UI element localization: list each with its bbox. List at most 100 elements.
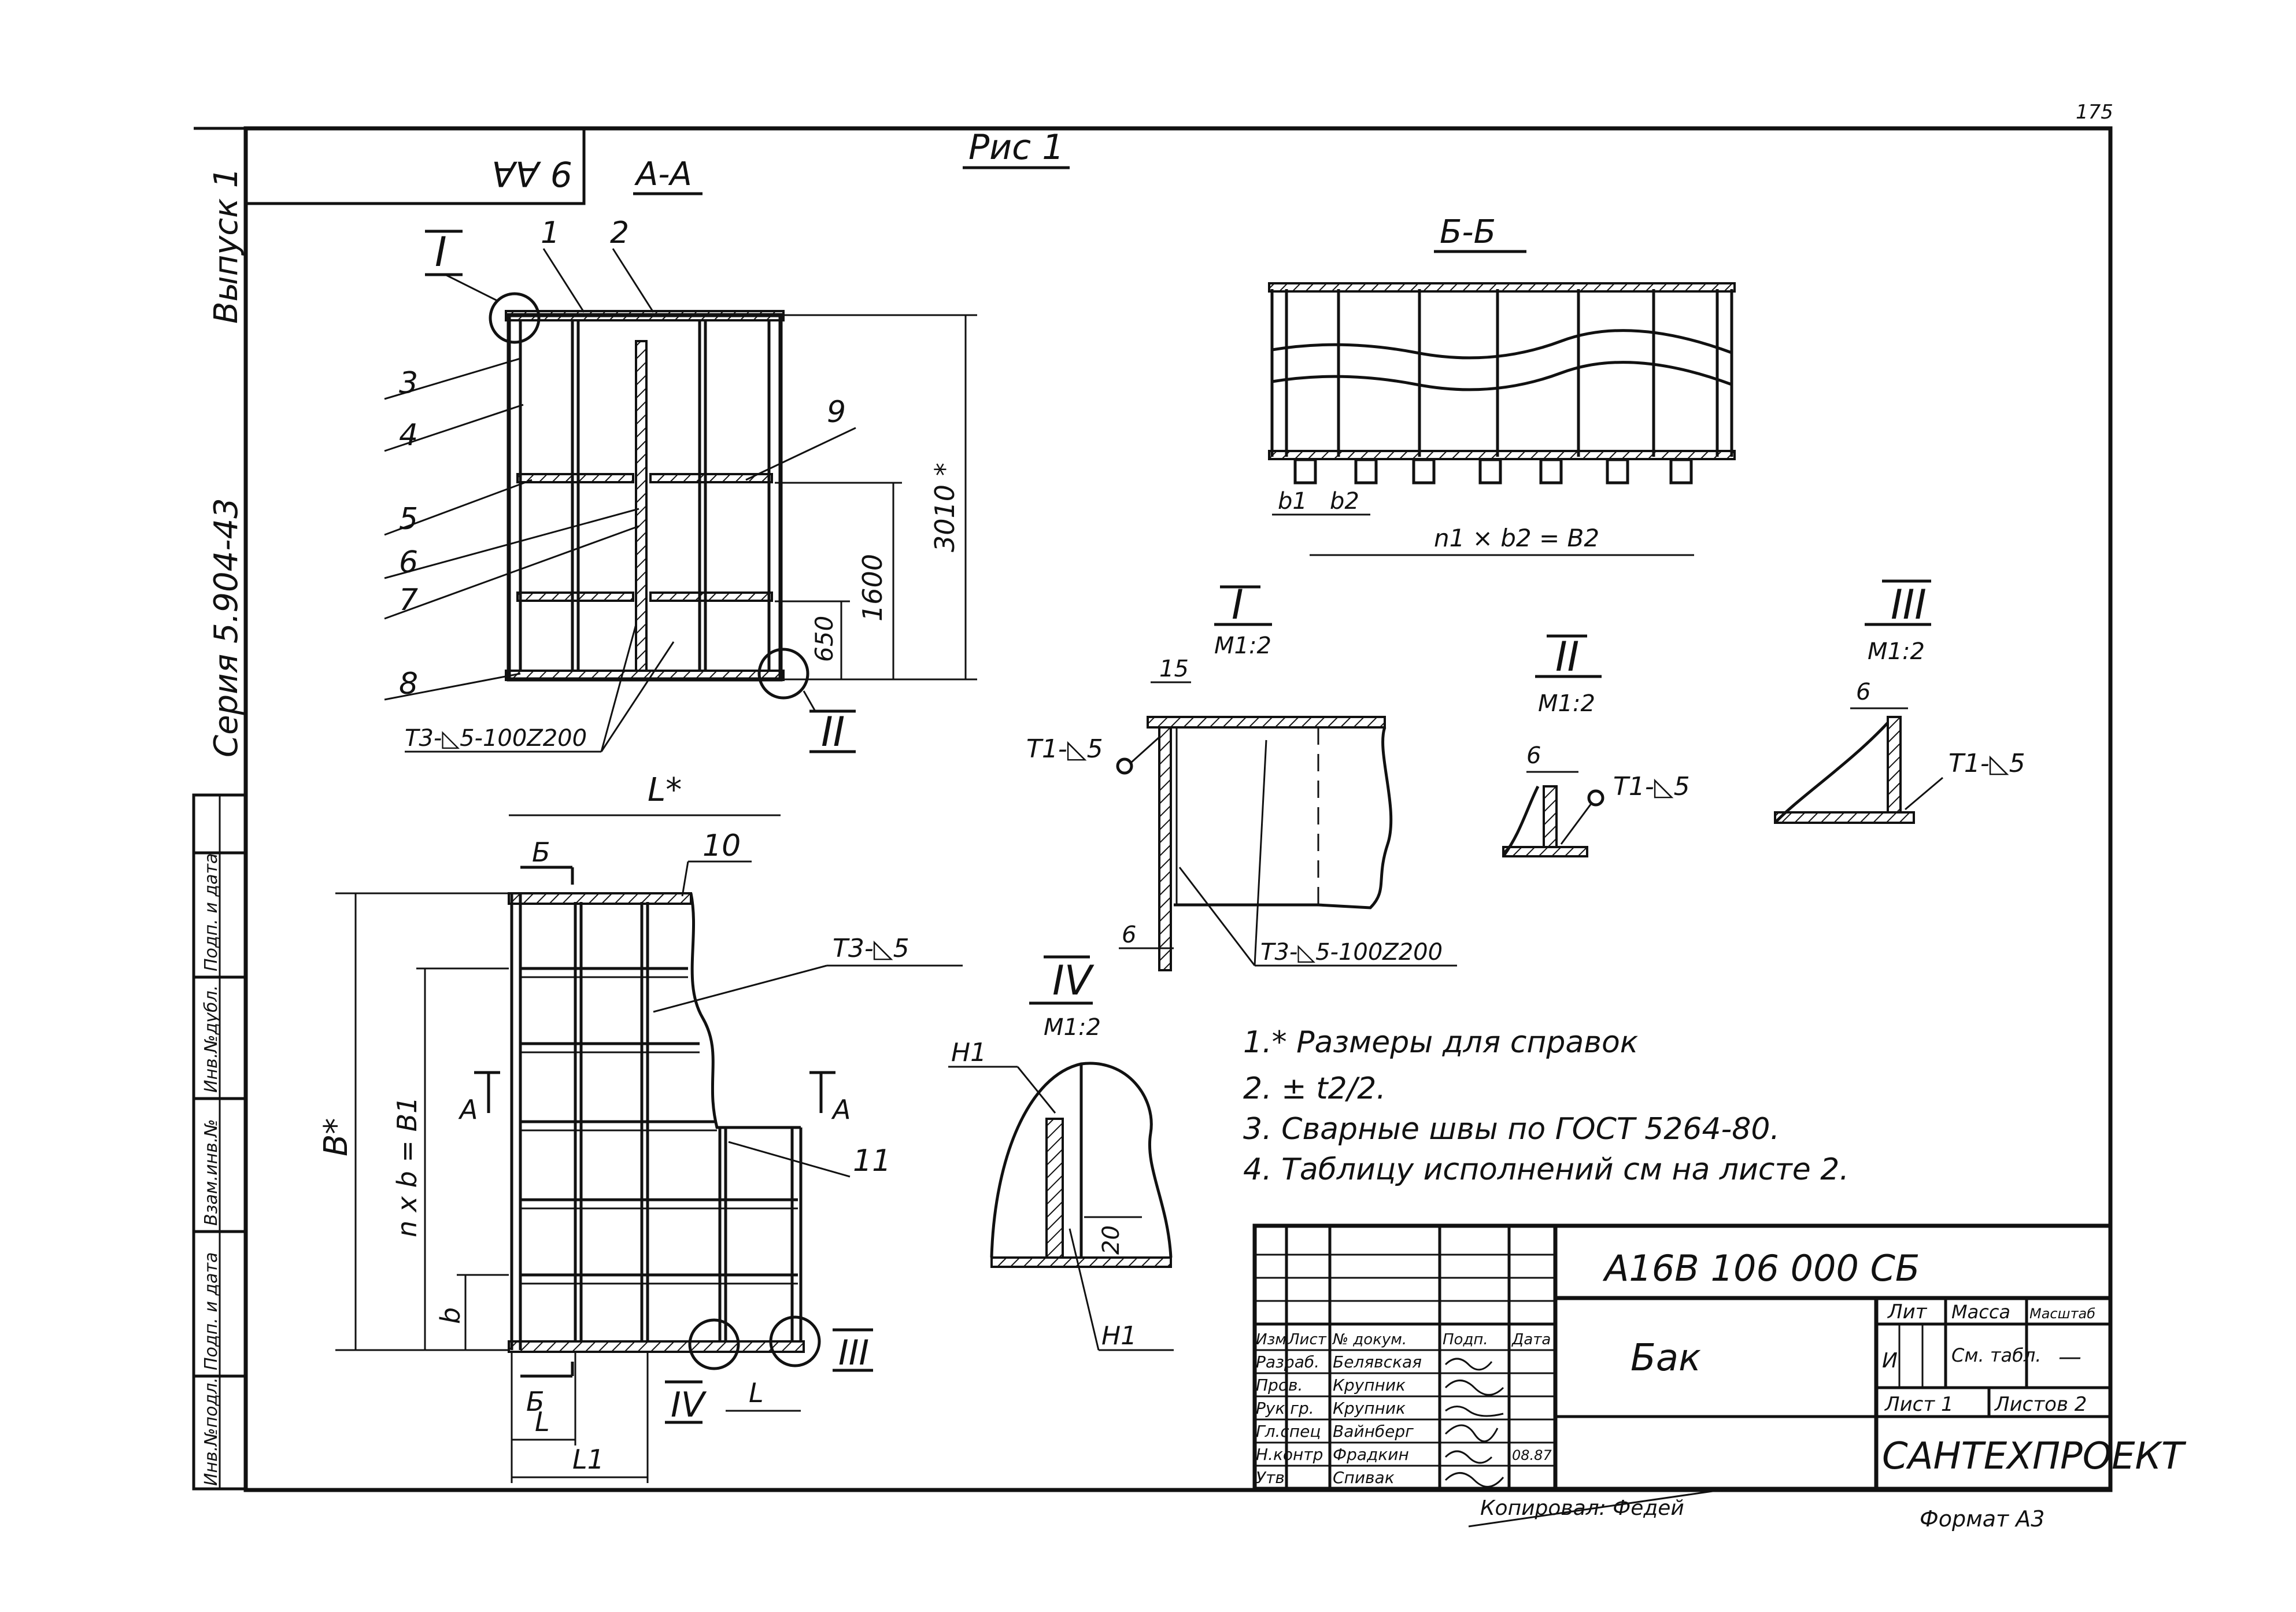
svg-text:Т1-◺5: Т1-◺5 bbox=[1949, 749, 2025, 778]
svg-text:IV: IV bbox=[1052, 957, 1095, 1004]
svg-text:Белявская: Белявская bbox=[1333, 1352, 1422, 1371]
svg-text:Листов 2: Листов 2 bbox=[1994, 1393, 2087, 1416]
svg-text:II: II bbox=[1555, 633, 1579, 681]
svg-text:А: А bbox=[458, 1094, 478, 1125]
section-aa: А-А I II 1 2 3 bbox=[384, 156, 977, 756]
svg-text:650: 650 bbox=[810, 616, 838, 662]
svg-text:А16В 106 000 СБ: А16В 106 000 СБ bbox=[1602, 1247, 1920, 1289]
detail-I: I М1:2 15 Т1-◺5 6 Т3-◺5-100Z200 bbox=[1026, 581, 1457, 971]
svg-text:Лист 1: Лист 1 bbox=[1884, 1393, 1954, 1416]
corner-stamp: 9 АА bbox=[492, 153, 572, 194]
note-2: 2. ± t2/2. bbox=[1243, 1071, 1386, 1106]
section-bb: Б-Б b1 b2 n1 × b2 = B2 bbox=[1268, 213, 1736, 556]
corner-stamp-box bbox=[244, 127, 586, 205]
plan-view: L* 10 Б B* bbox=[317, 771, 963, 1483]
svg-text:Инв.№подл.: Инв.№подл. bbox=[201, 1377, 221, 1486]
svg-text:Масштаб: Масштаб bbox=[2029, 1306, 2095, 1322]
svg-text:И: И bbox=[1882, 1349, 1898, 1373]
svg-text:3: 3 bbox=[399, 366, 418, 401]
svg-text:L1: L1 bbox=[572, 1444, 604, 1475]
svg-text:Масса: Масса bbox=[1951, 1301, 2010, 1323]
svg-text:Подп. и дата: Подп. и дата bbox=[201, 853, 221, 971]
svg-text:15: 15 bbox=[1159, 656, 1189, 682]
svg-text:Крупник: Крупник bbox=[1333, 1399, 1406, 1418]
svg-text:Утв.: Утв. bbox=[1256, 1468, 1290, 1487]
title-block: Изм Лист № докум. Подп. Дата Разраб. Бел… bbox=[1252, 1223, 2187, 1532]
svg-text:20: 20 bbox=[1098, 1225, 1125, 1255]
svg-text:Лит: Лит bbox=[1887, 1300, 1928, 1323]
svg-text:n1 × b2 = B2: n1 × b2 = B2 bbox=[1434, 524, 1599, 552]
svg-text:Н1: Н1 bbox=[951, 1038, 986, 1067]
svg-text:Спивак: Спивак bbox=[1333, 1468, 1395, 1487]
svg-text:Т3-◺5-100Z200: Т3-◺5-100Z200 bbox=[405, 725, 587, 752]
svg-text:n x b = B1: n x b = B1 bbox=[391, 1097, 423, 1237]
svg-text:10: 10 bbox=[703, 829, 741, 863]
svg-text:Т3-◺5: Т3-◺5 bbox=[833, 934, 909, 963]
svg-text:Н1: Н1 bbox=[1101, 1321, 1137, 1351]
svg-text:Изм: Изм bbox=[1256, 1331, 1286, 1348]
svg-text:Б-Б: Б-Б bbox=[1440, 213, 1496, 251]
svg-text:Лист: Лист bbox=[1288, 1331, 1327, 1348]
svg-text:L: L bbox=[749, 1377, 764, 1408]
svg-text:М1:2: М1:2 bbox=[1868, 638, 1925, 665]
svg-text:Вайнберг: Вайнберг bbox=[1333, 1422, 1414, 1441]
svg-text:Т3-◺5-100Z200: Т3-◺5-100Z200 bbox=[1260, 939, 1443, 966]
figure-caption: Рис 1 bbox=[968, 127, 1064, 168]
svg-text:№ докум.: № докум. bbox=[1332, 1331, 1407, 1348]
svg-text:Фрадкин: Фрадкин bbox=[1333, 1445, 1409, 1464]
svg-text:Пров.: Пров. bbox=[1256, 1376, 1303, 1395]
svg-text:А: А bbox=[831, 1094, 851, 1125]
svg-text:4: 4 bbox=[399, 418, 418, 453]
detail-IV: IV М1:2 Н1 20 Н1 bbox=[948, 955, 1174, 1351]
svg-text:08.87: 08.87 bbox=[1512, 1447, 1552, 1463]
svg-text:Дата: Дата bbox=[1511, 1331, 1551, 1348]
svg-text:Разраб.: Разраб. bbox=[1256, 1352, 1319, 1371]
svg-text:Т1-◺5: Т1-◺5 bbox=[1026, 734, 1103, 764]
svg-text:I: I bbox=[1232, 581, 1244, 628]
svg-text:b: b bbox=[435, 1307, 466, 1324]
svg-text:М1:2: М1:2 bbox=[1214, 633, 1271, 659]
svg-text:9: 9 bbox=[827, 395, 846, 430]
page-number: 175 bbox=[2076, 101, 2113, 124]
svg-text:Формат А3: Формат А3 bbox=[1920, 1506, 2044, 1532]
svg-text:L: L bbox=[535, 1406, 550, 1437]
side-series: Серия 5.904-43 bbox=[208, 498, 245, 757]
svg-text:Гл.спец: Гл.спец bbox=[1256, 1422, 1321, 1441]
section-aa-title: А-А bbox=[634, 156, 692, 193]
svg-text:5: 5 bbox=[399, 502, 418, 537]
svg-text:Б: Б bbox=[532, 837, 550, 868]
svg-text:Подп. и дата: Подп. и дата bbox=[201, 1252, 221, 1370]
svg-text:III: III bbox=[1891, 581, 1927, 628]
svg-text:B*: B* bbox=[317, 1118, 355, 1156]
svg-text:Б: Б bbox=[526, 1386, 545, 1417]
svg-text:Инв.№дубл.: Инв.№дубл. bbox=[201, 985, 221, 1093]
svg-text:6: 6 bbox=[399, 545, 418, 580]
svg-text:Крупник: Крупник bbox=[1333, 1376, 1406, 1395]
svg-text:Т1-◺5: Т1-◺5 bbox=[1613, 772, 1690, 801]
svg-text:Бак: Бак bbox=[1631, 1337, 1701, 1380]
side-issue: Выпуск 1 bbox=[208, 168, 245, 324]
svg-text:b2: b2 bbox=[1330, 488, 1359, 515]
detail-III: III М1:2 6 Т1-◺5 bbox=[1774, 579, 2025, 824]
svg-text:III: III bbox=[838, 1333, 869, 1373]
svg-text:Н.контр: Н.контр bbox=[1256, 1445, 1323, 1464]
svg-text:L*: L* bbox=[648, 771, 682, 809]
svg-text:1600: 1600 bbox=[857, 554, 888, 622]
svg-text:Взам.инв.№: Взам.инв.№ bbox=[201, 1119, 221, 1226]
svg-text:2: 2 bbox=[610, 216, 629, 250]
note-4: 4. Таблицу исполнений см на листе 2. bbox=[1243, 1152, 1849, 1187]
svg-text:IV: IV bbox=[671, 1385, 707, 1425]
svg-text:I: I bbox=[435, 228, 447, 276]
note-1: 1.* Размеры для справок bbox=[1243, 1025, 1639, 1060]
svg-text:3010 *: 3010 * bbox=[929, 463, 960, 552]
note-3: 3. Сварные швы по ГОСТ 5264-80. bbox=[1243, 1112, 1780, 1147]
notes: 1.* Размеры для справок 2. ± t2/2. 3. Св… bbox=[1243, 1025, 1849, 1187]
svg-text:Рук.гр.: Рук.гр. bbox=[1256, 1399, 1314, 1418]
svg-text:Подп.: Подп. bbox=[1443, 1331, 1488, 1348]
svg-text:САНТЕХПРОЕКТ: САНТЕХПРОЕКТ bbox=[1882, 1435, 2187, 1478]
svg-text:6: 6 bbox=[1122, 922, 1136, 948]
svg-text:6: 6 bbox=[1526, 742, 1541, 769]
svg-text:М1:2: М1:2 bbox=[1538, 690, 1595, 717]
detail-II: II М1:2 6 Т1-◺5 bbox=[1502, 633, 1690, 857]
